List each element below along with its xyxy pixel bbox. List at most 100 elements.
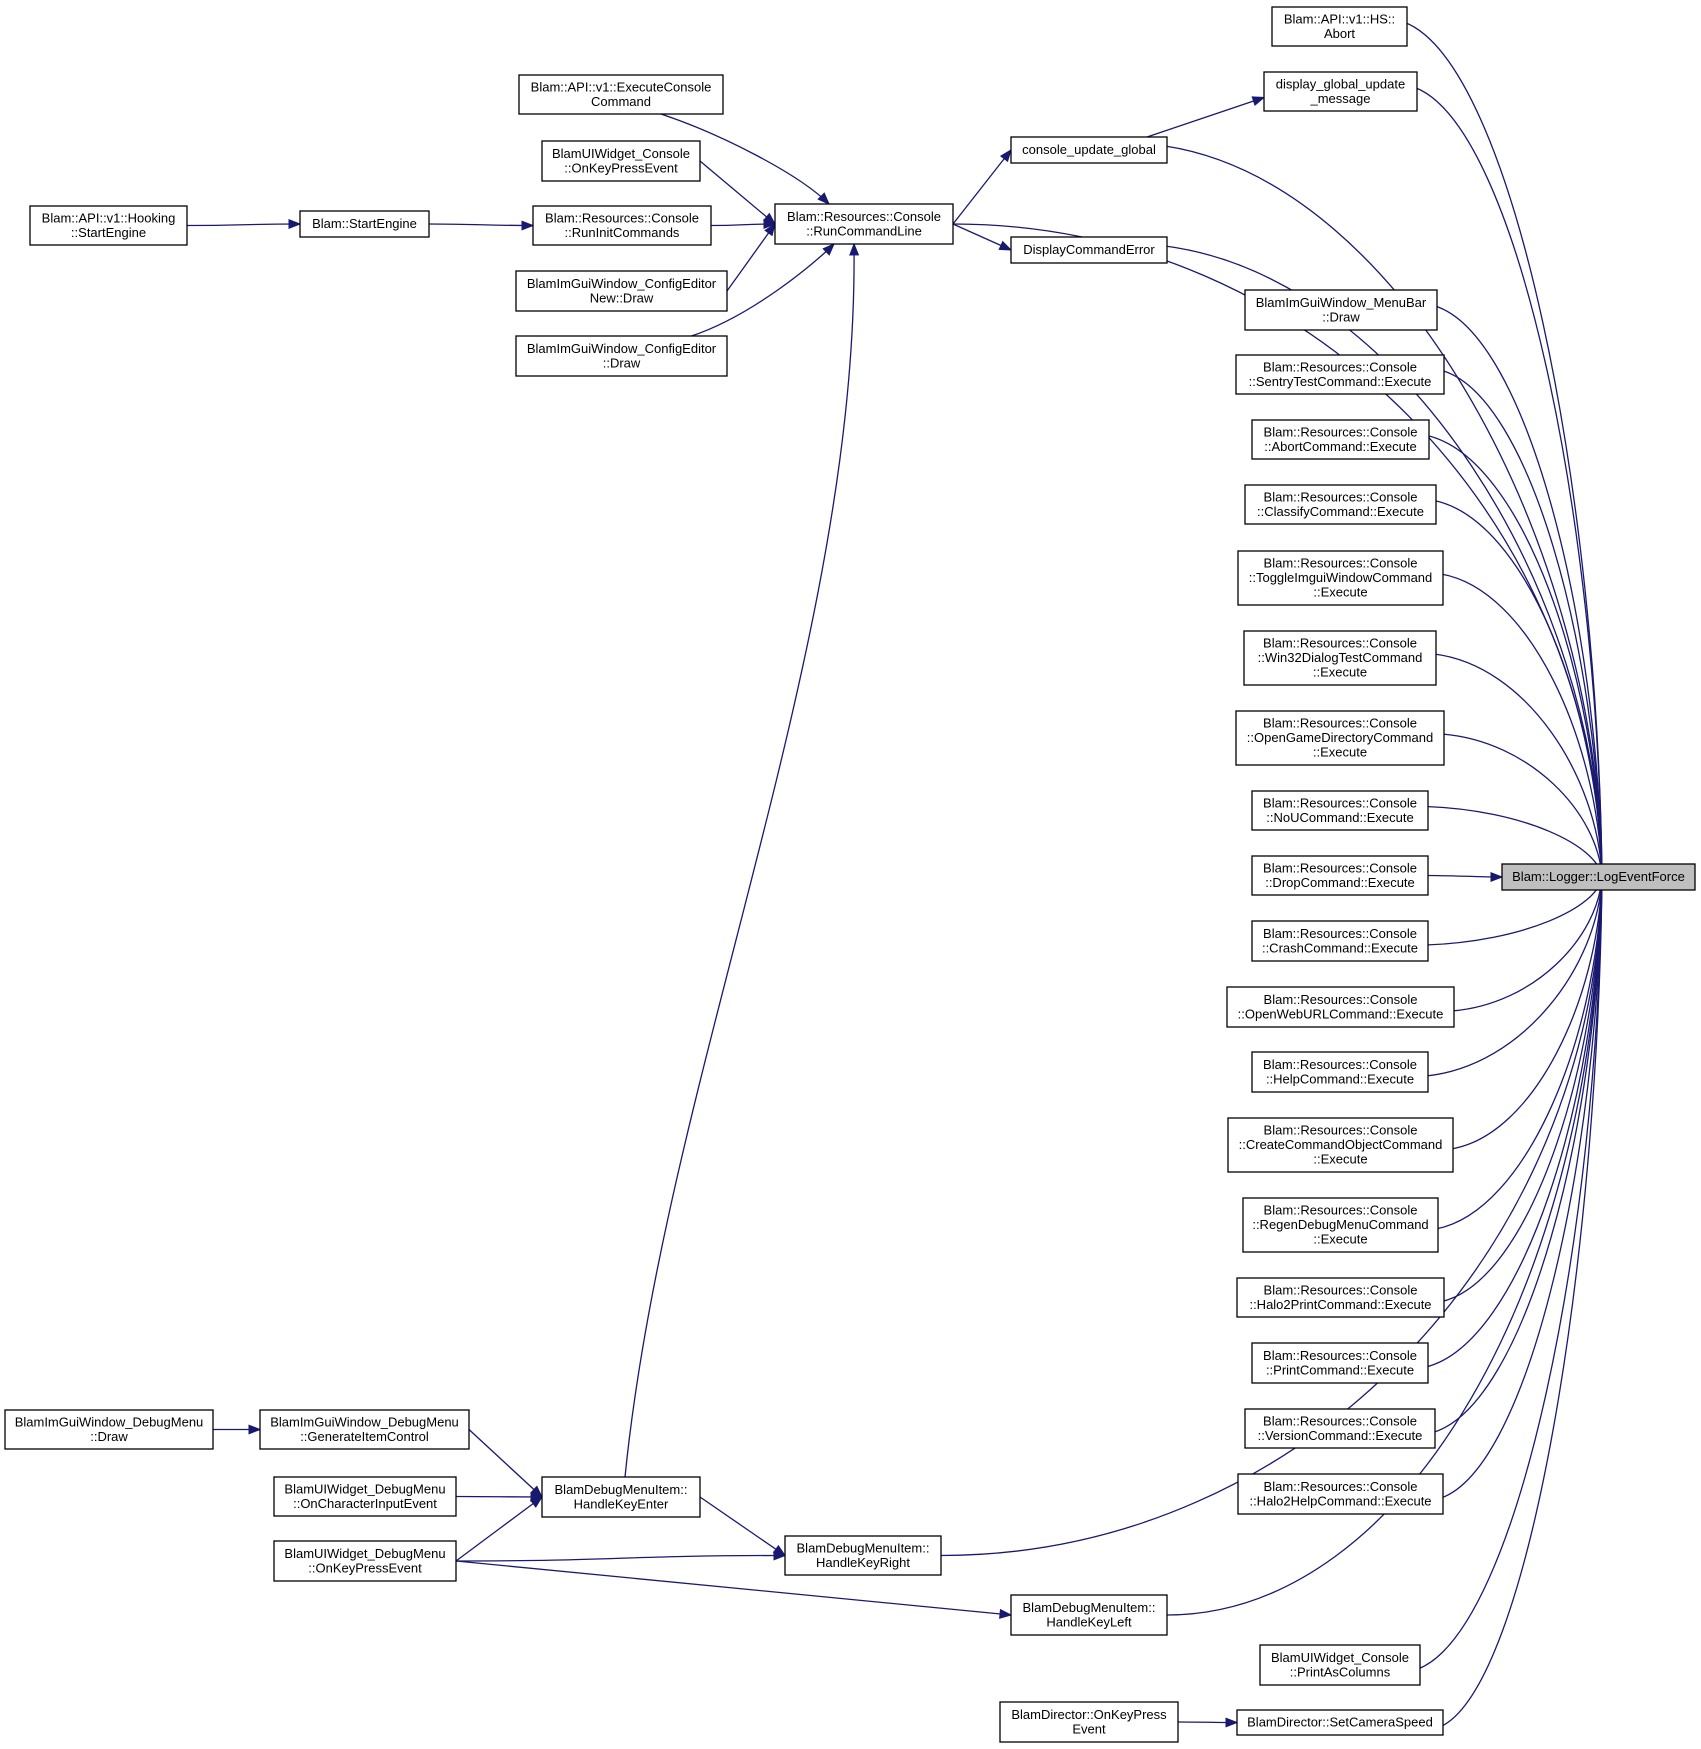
- edge-debugmenu_oncharinput-to-handlekeyenter: [455, 1491, 544, 1503]
- node-label-line: ::RunInitCommands: [565, 225, 680, 240]
- node-label-line: console_update_global: [1022, 142, 1156, 157]
- node-box: [273, 1540, 457, 1582]
- node-label-line: Blam::Resources::Console: [1264, 1282, 1418, 1297]
- node-label-line: HandleKeyEnter: [574, 1496, 669, 1511]
- node-label-line: ::Execute: [1313, 1152, 1367, 1167]
- function-node-debugmenu_draw[interactable]: BlamImGuiWindow_DebugMenu::Draw: [4, 1409, 214, 1450]
- edge-menubar_draw-to-logeventforce: [1434, 305, 1607, 879]
- node-box: [1501, 863, 1696, 891]
- edge-handlekeyenter-to-handlekeyright: [699, 1496, 787, 1557]
- node-box: [273, 1476, 457, 1517]
- function-node-printascolumns[interactable]: BlamUIWidget_Console::PrintAsColumns: [1259, 1644, 1421, 1686]
- function-node-helpcmd[interactable]: Blam::Resources::Console::HelpCommand::E…: [1251, 1051, 1429, 1093]
- function-node-versioncmd[interactable]: Blam::Resources::Console::VersionCommand…: [1244, 1408, 1436, 1449]
- node-label-line: BlamDirector::OnKeyPress: [1011, 1707, 1167, 1722]
- node-label-line: ::HelpCommand::Execute: [1266, 1071, 1414, 1086]
- node-label-line: Blam::Resources::Console: [1263, 1057, 1417, 1072]
- function-node-handlekeyenter[interactable]: BlamDebugMenuItem::HandleKeyEnter: [541, 1476, 701, 1518]
- function-node-regendebugmenu[interactable]: Blam::Resources::Console::RegenDebugMenu…: [1242, 1197, 1439, 1253]
- function-node-debugmenu_onkeypress[interactable]: BlamUIWidget_DebugMenu::OnKeyPressEvent: [273, 1540, 457, 1582]
- node-box: [541, 140, 701, 182]
- node-label-line: BlamImGuiWindow_ConfigEditor: [527, 341, 717, 356]
- node-label-line: Blam::Resources::Console: [1264, 1123, 1418, 1138]
- node-box: [784, 1535, 942, 1576]
- node-label-line: ::PrintCommand::Execute: [1266, 1362, 1414, 1377]
- node-label-line: ::DropCommand::Execute: [1265, 875, 1415, 890]
- function-node-runinitcommands[interactable]: Blam::Resources::Console::RunInitCommand…: [532, 205, 712, 246]
- node-box: [1237, 550, 1444, 606]
- function-node-toggleimgui[interactable]: Blam::Resources::Console::ToggleImguiWin…: [1237, 550, 1444, 606]
- function-node-halo2help[interactable]: Blam::Resources::Console::Halo2HelpComma…: [1237, 1473, 1444, 1515]
- function-node-hooking_startengine[interactable]: Blam::API::v1::Hooking::StartEngine: [29, 205, 188, 246]
- node-box: [1236, 1709, 1444, 1736]
- node-label-line: ::SentryTestCommand::Execute: [1249, 374, 1432, 389]
- node-label-line: ::Win32DialogTestCommand: [1258, 650, 1423, 665]
- function-node-hs_abort[interactable]: Blam::API::v1::HS::Abort: [1271, 6, 1408, 47]
- node-box: [532, 205, 712, 246]
- edge-debugmenu_onkeypress-to-handlekeyleft: [455, 1560, 1013, 1619]
- node-box: [1227, 1117, 1454, 1173]
- node-box: [1226, 986, 1455, 1028]
- node-box: [1244, 1408, 1436, 1449]
- nodes-layer: Blam::Logger::LogEventForce Blam::API::v1…: [4, 6, 1696, 1743]
- function-node-menubar_draw[interactable]: BlamImGuiWindow_MenuBar::Draw: [1244, 289, 1438, 331]
- node-label-line: BlamUIWidget_Console: [552, 146, 690, 161]
- function-node-createcmdobj[interactable]: Blam::Resources::Console::CreateCommandO…: [1227, 1117, 1454, 1173]
- function-node-director_onkeypress[interactable]: BlamDirector::OnKeyPressEvent: [999, 1701, 1179, 1743]
- function-node-display_global_update[interactable]: display_global_update_message: [1263, 71, 1418, 112]
- function-node-setcameraspeed[interactable]: BlamDirector::SetCameraSpeed: [1236, 1709, 1444, 1736]
- node-box: [1244, 289, 1438, 331]
- node-box: [299, 210, 430, 238]
- function-node-openweburl[interactable]: Blam::Resources::Console::OpenWebURLComm…: [1226, 986, 1455, 1028]
- node-label-line: Blam::Resources::Console: [1263, 860, 1417, 875]
- node-box: [1251, 1051, 1429, 1093]
- function-node-printcmd[interactable]: Blam::Resources::Console::PrintCommand::…: [1251, 1342, 1429, 1384]
- node-label-line: ::GenerateItemControl: [300, 1429, 429, 1444]
- function-node-dropcmd[interactable]: Blam::Resources::Console::DropCommand::E…: [1251, 855, 1429, 896]
- edge-runcommandline-to-displaycommanderror: [952, 223, 1013, 251]
- node-label-line: ::CrashCommand::Execute: [1262, 940, 1418, 955]
- node-label-line: Blam::Resources::Console: [1264, 424, 1418, 439]
- edge-startengine-to-runinitcommands: [428, 220, 535, 231]
- function-node-opengamedir[interactable]: Blam::Resources::Console::OpenGameDirect…: [1235, 710, 1445, 766]
- function-node-abortcmd[interactable]: Blam::Resources::Console::AbortCommand::…: [1251, 419, 1430, 460]
- node-box: [1251, 855, 1429, 896]
- node-label-line: ::OpenGameDirectoryCommand: [1247, 730, 1433, 745]
- root-node-logeventforce[interactable]: Blam::Logger::LogEventForce: [1501, 863, 1696, 891]
- node-label-line: ::Draw: [603, 355, 641, 370]
- function-node-handlekeyright[interactable]: BlamDebugMenuItem::HandleKeyRight: [784, 1535, 942, 1576]
- node-label-line: Blam::Resources::Console: [787, 209, 941, 224]
- edge-debugmenu_onkeypress-to-handlekeyright: [455, 1550, 787, 1562]
- node-box: [1259, 1644, 1421, 1686]
- edge-debugmenu_draw-to-generateitemcontrol: [212, 1424, 262, 1435]
- function-node-noucmd[interactable]: Blam::Resources::Console::NoUCommand::Ex…: [1251, 790, 1429, 831]
- function-node-debugmenu_oncharinput[interactable]: BlamUIWidget_DebugMenu::OnCharacterInput…: [273, 1476, 457, 1517]
- node-label-line: ::ClassifyCommand::Execute: [1257, 504, 1424, 519]
- node-box: [1235, 710, 1445, 766]
- edge-console_update_global-to-display_global_update: [1146, 96, 1266, 138]
- function-node-classifycmd[interactable]: Blam::Resources::Console::ClassifyComman…: [1244, 484, 1437, 525]
- node-box: [4, 1409, 214, 1450]
- node-label-line: Event: [1072, 1721, 1106, 1736]
- node-label-line: Blam::Resources::Console: [1264, 1203, 1418, 1218]
- function-node-runcommandline[interactable]: Blam::Resources::Console::RunCommandLine: [774, 203, 954, 245]
- function-node-sentrytest[interactable]: Blam::Resources::Console::SentryTestComm…: [1235, 354, 1445, 395]
- function-node-uiwidget_console_onkeypress[interactable]: BlamUIWidget_Console::OnKeyPressEvent: [541, 140, 701, 182]
- function-node-startengine[interactable]: Blam::StartEngine: [299, 210, 430, 238]
- edge-director_onkeypress-to-setcameraspeed: [1177, 1717, 1239, 1728]
- function-node-configeditor_draw[interactable]: BlamImGuiWindow_ConfigEditor::Draw: [515, 335, 728, 377]
- function-node-crashcmd[interactable]: Blam::Resources::Console::CrashCommand::…: [1251, 920, 1429, 962]
- function-node-console_update_global[interactable]: console_update_global: [1010, 136, 1168, 164]
- edge-setcameraspeed-to-logeventforce: [1440, 875, 1607, 1728]
- function-node-win32dialog[interactable]: Blam::Resources::Console::Win32DialogTes…: [1243, 630, 1437, 686]
- node-label-line: ::Execute: [1313, 1232, 1367, 1247]
- function-node-handlekeyleft[interactable]: BlamDebugMenuItem::HandleKeyLeft: [1010, 1594, 1168, 1636]
- function-node-displaycommanderror[interactable]: DisplayCommandError: [1010, 236, 1168, 264]
- node-box: [1010, 236, 1168, 264]
- function-node-generateitemcontrol[interactable]: BlamImGuiWindow_DebugMenu::GenerateItemC…: [259, 1409, 470, 1450]
- edge-runinitcommands-to-runcommandline: [710, 218, 777, 230]
- node-label-line: Blam::Logger::LogEventForce: [1512, 869, 1685, 884]
- function-node-halo2print[interactable]: Blam::Resources::Console::Halo2PrintComm…: [1236, 1277, 1445, 1318]
